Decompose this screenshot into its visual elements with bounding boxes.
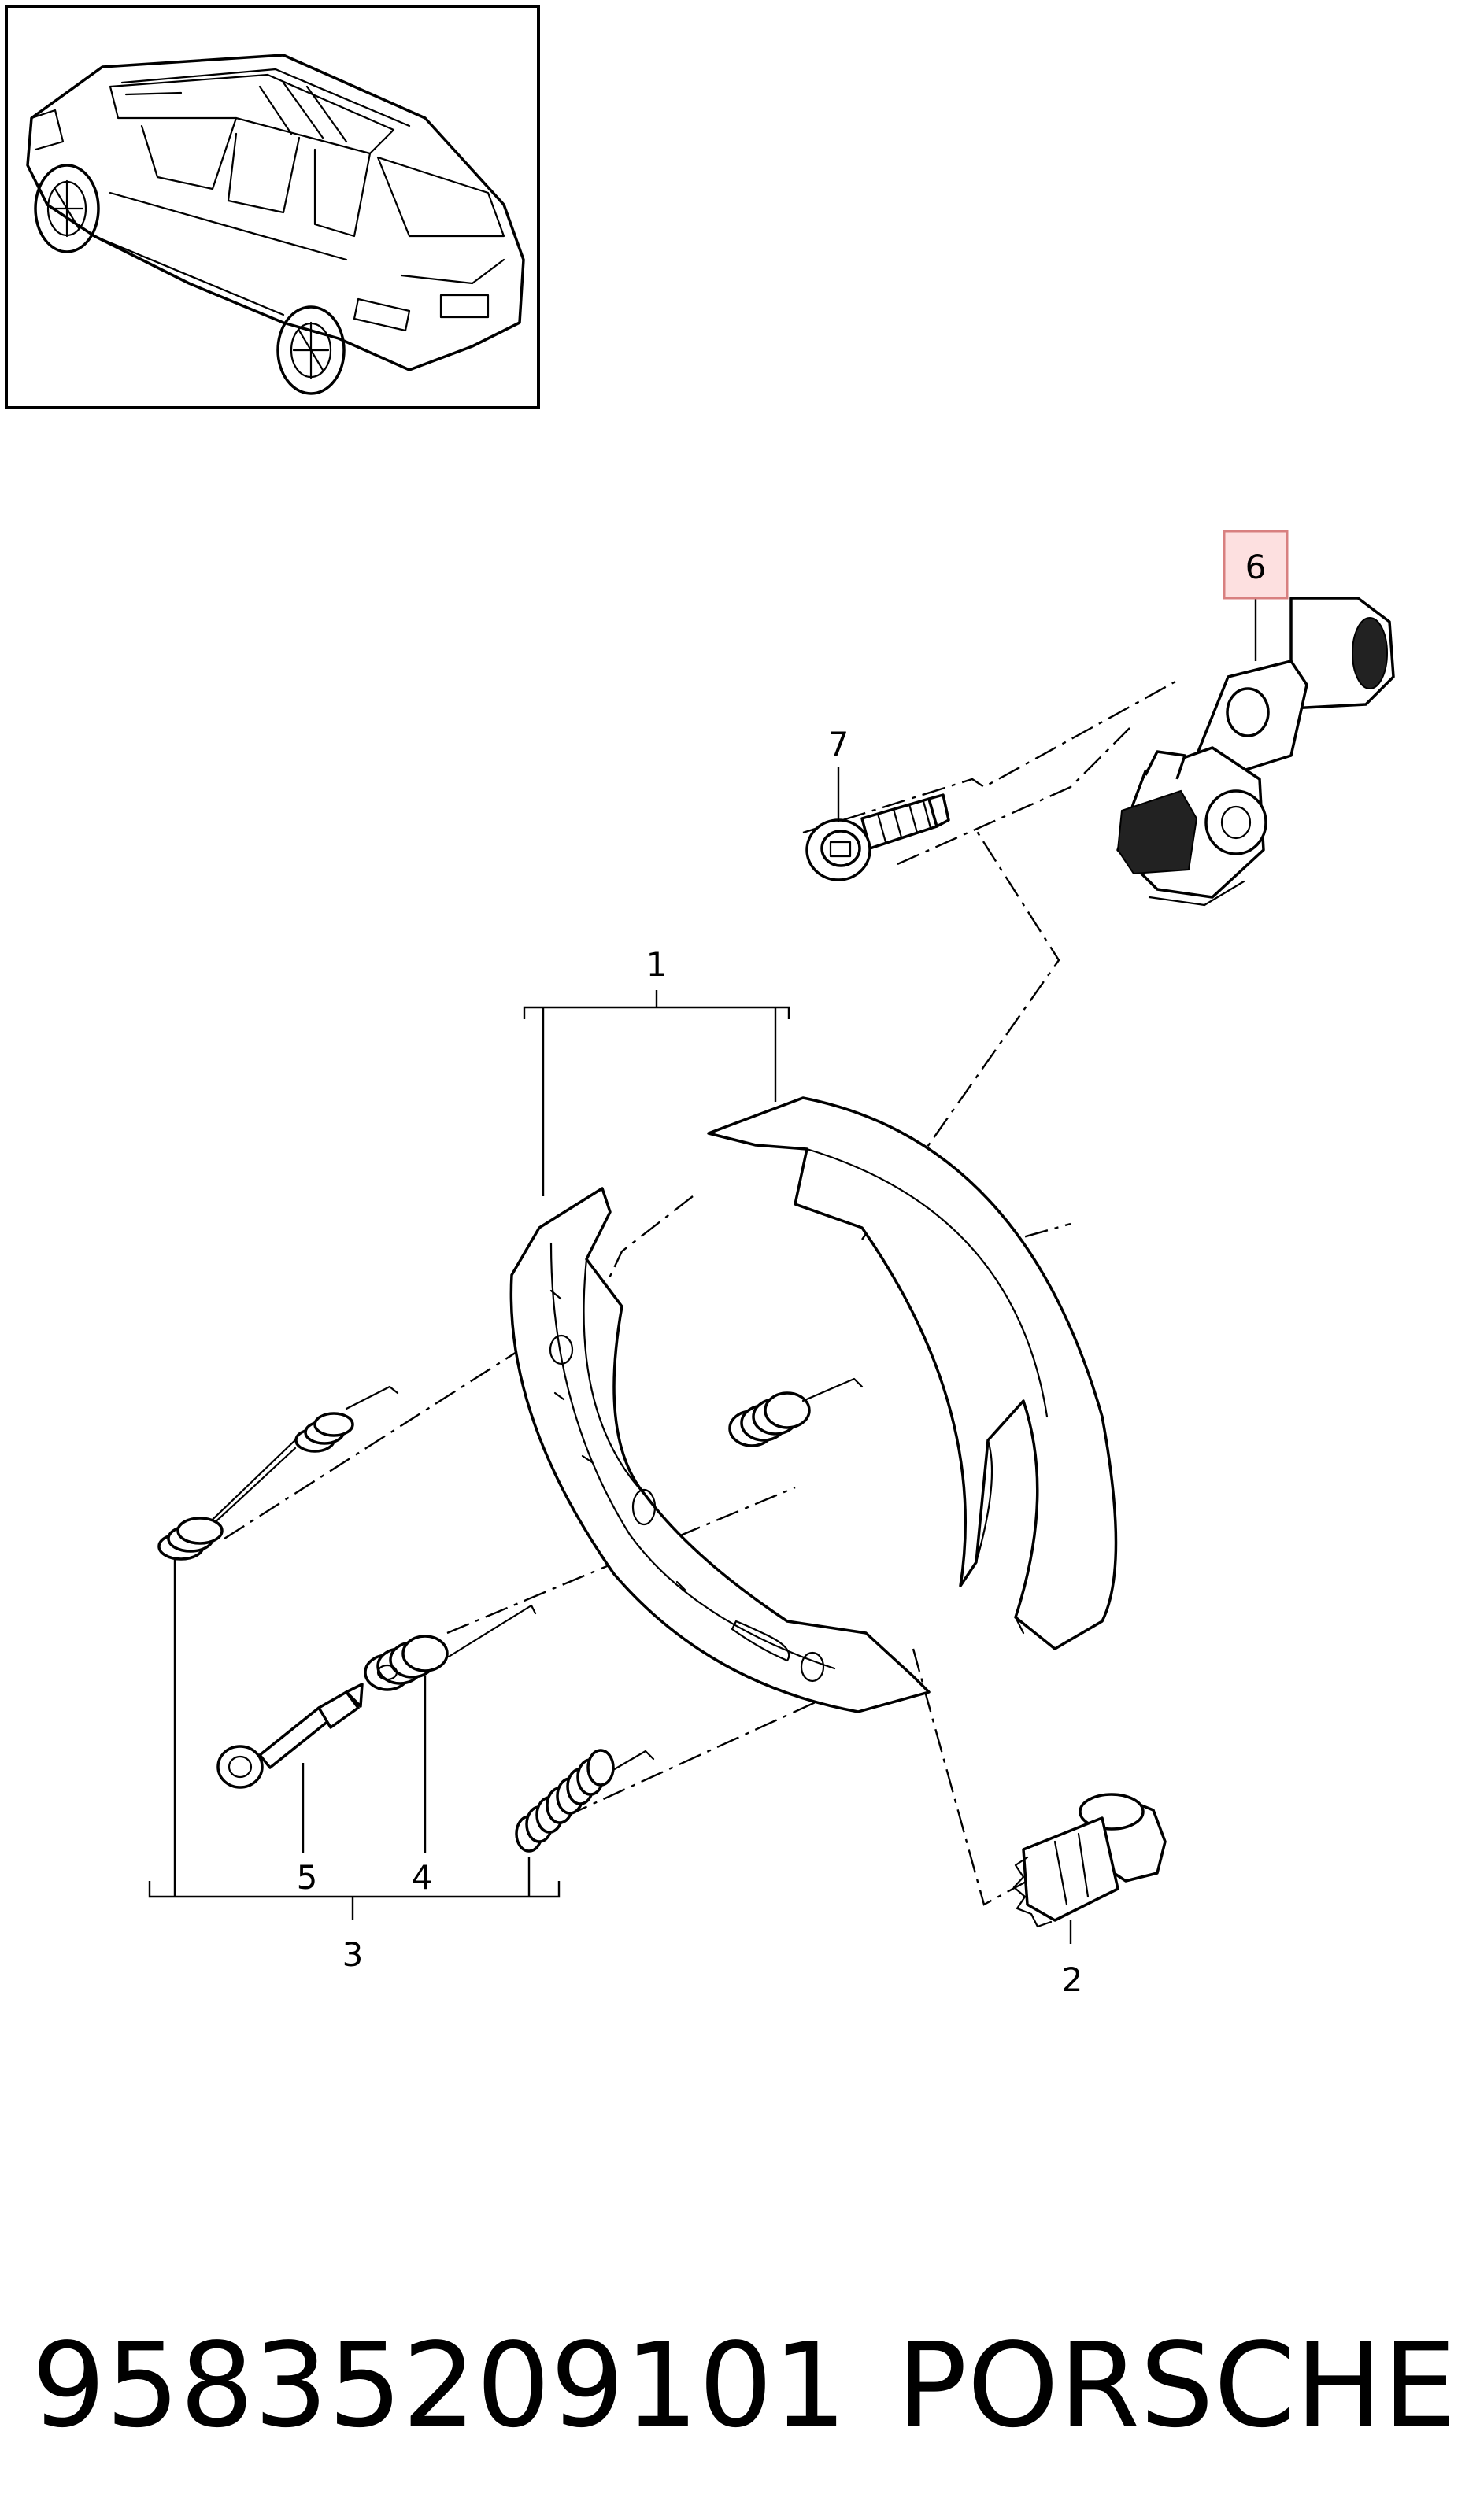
callout-1-label: 1 (646, 945, 668, 984)
callout-3-bracket (148, 1558, 561, 1920)
part-1-brake-shoes (509, 1096, 1118, 1713)
part-4-spring (364, 1604, 537, 1691)
part-7-bolt (805, 793, 950, 881)
part-3-spring-lower (515, 1749, 655, 1853)
callout-2-label: 2 (1062, 1960, 1083, 1999)
brand-name: PORSCHE (897, 2318, 1456, 2453)
callout-4-label: 4 (412, 1858, 433, 1897)
callout-3-label: 3 (342, 1935, 364, 1974)
callout-5-label: 5 (297, 1858, 318, 1897)
callout-1-bracket (523, 990, 790, 1196)
part-6-actuator (1116, 597, 1395, 907)
vehicle-locator-thumbnail (5, 5, 540, 409)
car-illustration (26, 54, 525, 395)
callout-7-label: 7 (828, 725, 849, 763)
part-3-spring-upper (157, 1385, 399, 1561)
part-2-adjuster (1012, 1793, 1167, 1944)
part-5-pin (216, 1683, 364, 1789)
callout-6-label: 6 (1245, 548, 1267, 586)
part-3-spring-middle (728, 1377, 864, 1447)
callout-6-highlight: 6 (1223, 530, 1289, 600)
part-number: 95835209101 (31, 2318, 847, 2453)
